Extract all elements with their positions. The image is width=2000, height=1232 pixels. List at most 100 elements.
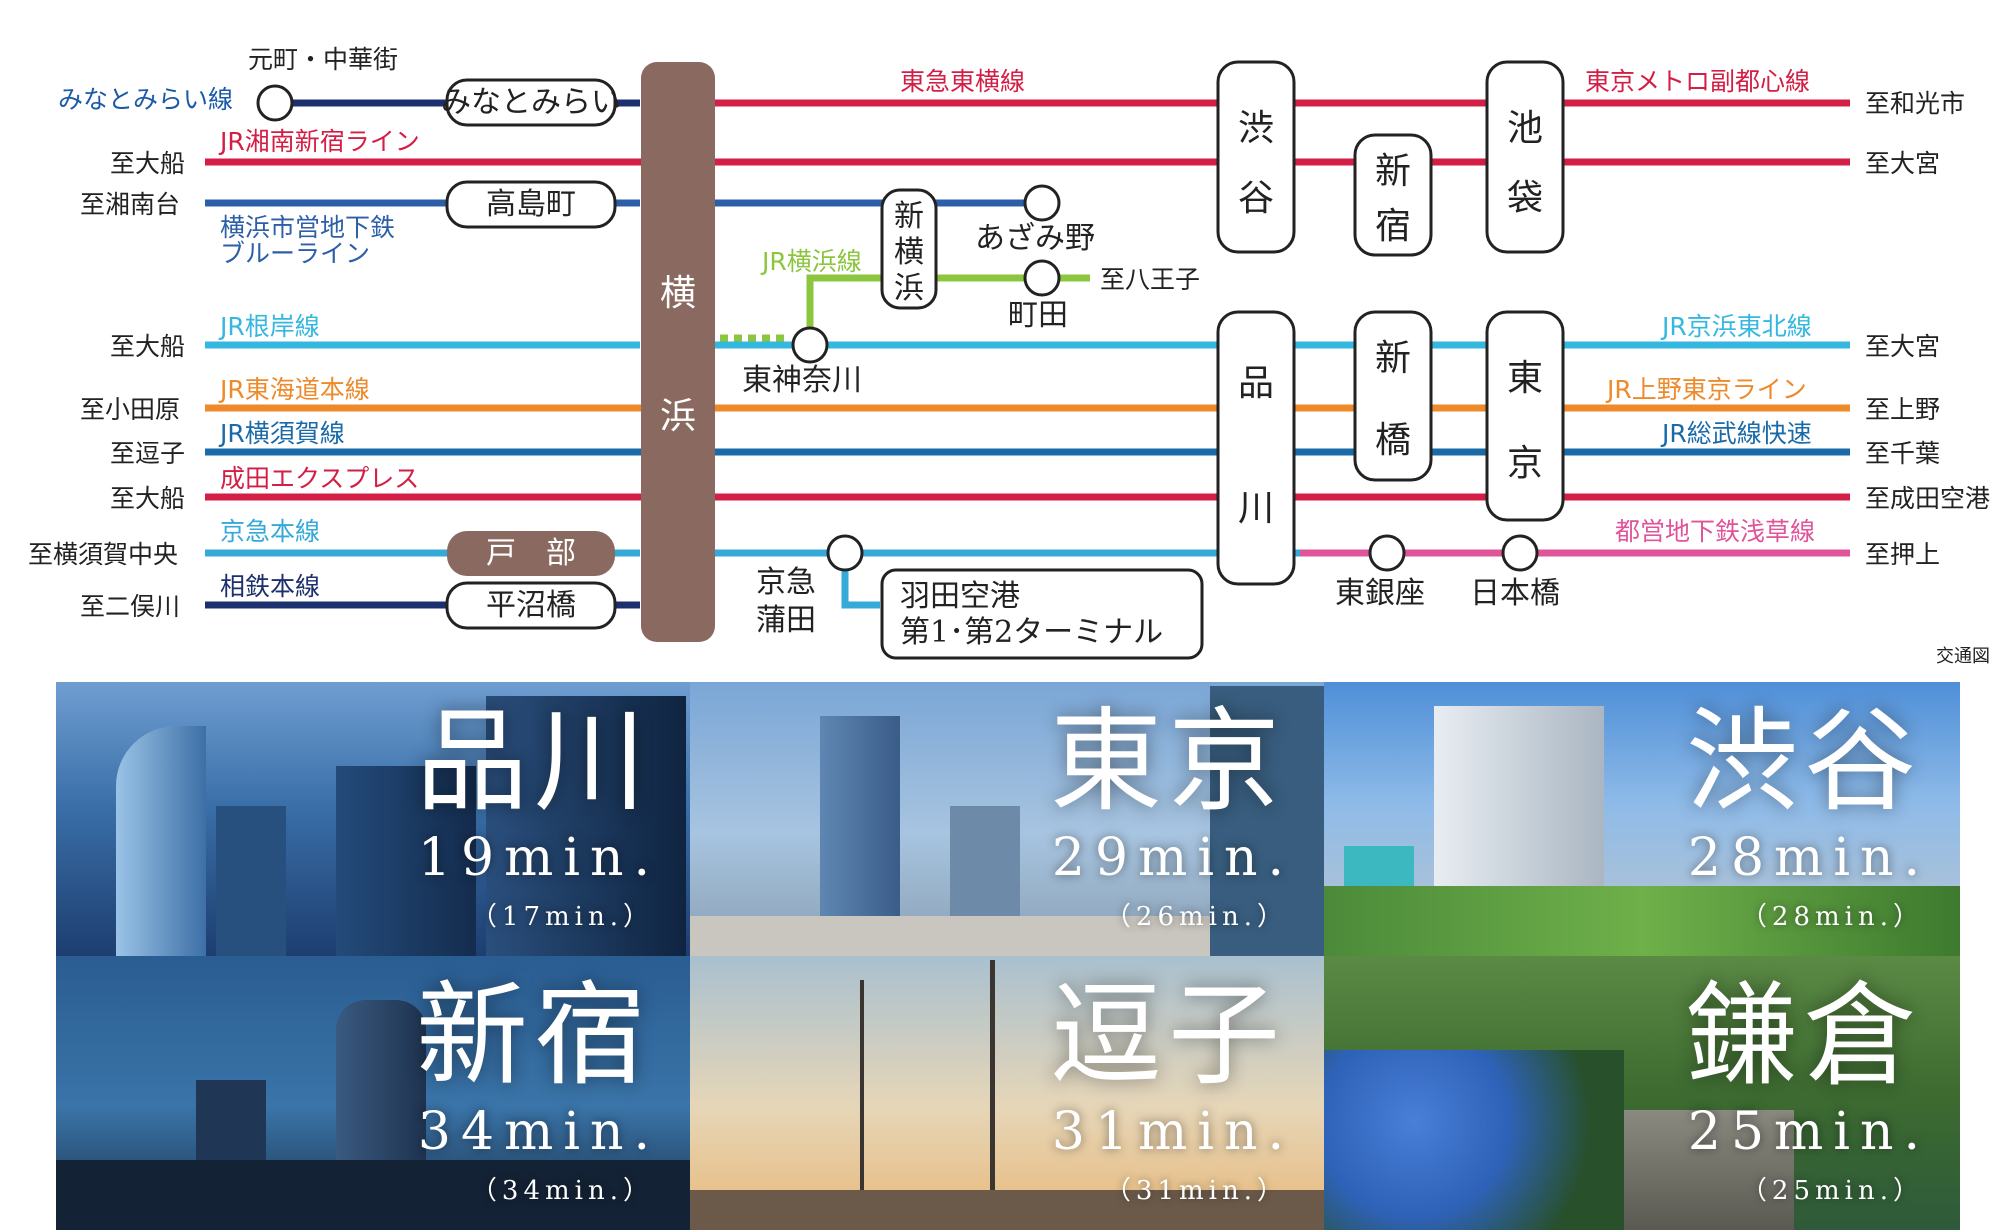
haneda-label-2: 第1･第2ターミナル: [900, 615, 1163, 650]
shinjuku-char-1: 新: [1375, 151, 1411, 192]
station-takashimacho: [445, 180, 617, 229]
label-higashikanagawa: 東神奈川: [742, 363, 862, 398]
station-hiranumabashi: [445, 581, 617, 630]
city-name: 新宿: [416, 971, 652, 1101]
travel-time-alt: （34min.）: [470, 1176, 654, 1206]
travel-time-alt: （31min.）: [1104, 1176, 1288, 1206]
ikebukuro-char-2: 袋: [1507, 178, 1543, 219]
station-tobe-label: 戸 部: [486, 536, 576, 571]
station-tobe: [447, 531, 615, 576]
travel-time: 31min.: [1051, 1102, 1294, 1162]
tile-shinagawa: 品川 19min. （17min.）: [56, 682, 690, 956]
shinyokohama-char-2: 横: [894, 235, 924, 270]
label-azamino: あざみ野: [975, 221, 1095, 256]
label-nihombashi: 日本橋: [1470, 576, 1560, 611]
shibuya-char-1: 渋: [1238, 108, 1274, 149]
dest-chiba: 至千葉: [1865, 439, 1940, 468]
route-map: 横 浜 みなとみらい 高島町 戸 部 平沼橋 新 横 浜 羽田空港 第1･第2タ…: [28, 45, 1990, 660]
label-higashiginza: 東銀座: [1335, 576, 1425, 611]
station-takashimacho-label: 高島町: [486, 187, 576, 222]
tile-shibuya: 渋谷 28min. （28min.）: [1324, 682, 1960, 956]
dest-hachioji: 至八王子: [1100, 265, 1200, 294]
dest-ofuna-2: 至大船: [110, 332, 185, 361]
node-keikyukamata: [826, 534, 864, 572]
travel-time: 28min.: [1687, 828, 1930, 888]
label-keikyukamata-1: 京急: [756, 565, 816, 600]
shinyokohama-char-1: 新: [894, 199, 924, 234]
station-shinjuku: [1353, 133, 1433, 257]
tokyo-char-2: 京: [1507, 443, 1543, 484]
travel-time-alt: （17min.）: [470, 902, 654, 932]
line-name-asakusa: 都営地下鉄浅草線: [1615, 517, 1815, 546]
photo-building: [116, 726, 206, 956]
line-name-ueno: JR上野東京ライン: [1605, 375, 1807, 404]
node-nihombashi: [1501, 534, 1539, 572]
photo-hydrangea: [1324, 1050, 1624, 1230]
station-minatomirai-label: みなとみらい: [441, 85, 621, 120]
map-caption: 交通図: [1936, 646, 1990, 667]
dest-zushi: 至逗子: [110, 439, 185, 468]
line-name-yokosuka: JR横須賀線: [218, 419, 345, 448]
tile-tokyo: 東京 29min. （26min.）: [690, 682, 1324, 956]
line-name-blue-1: 横浜市営地下鉄: [220, 213, 395, 242]
ikebukuro-char-1: 池: [1507, 108, 1543, 149]
line-name-yokohama: JR横浜線: [760, 247, 862, 276]
line-name-fukutoshin: 東京メトロ副都心線: [1585, 67, 1810, 96]
dest-ueno: 至上野: [1865, 395, 1940, 424]
destination-grid: 品川 19min. （17min.） 東京 29min. （26min.） 渋谷…: [56, 682, 1960, 1230]
photo-pier: [690, 1190, 1324, 1230]
tile-kamakura: 鎌倉 25min. （25min.）: [1324, 956, 1960, 1230]
line-name-tokaido: JR東海道本線: [218, 375, 370, 404]
city-name: 逗子: [1050, 971, 1286, 1101]
line-name-keihin: JR京浜東北線: [1660, 312, 1812, 341]
station-shinagawa: [1216, 310, 1296, 586]
photo-building: [486, 696, 686, 956]
dest-wakoshi: 至和光市: [1865, 89, 1965, 118]
line-name-shonan: JR湘南新宿ライン: [218, 127, 420, 156]
shinyokohama-char-3: 浜: [894, 271, 924, 306]
dest-ofuna-3: 至大船: [110, 484, 185, 513]
dest-omiya-2: 至大宮: [1865, 332, 1940, 361]
city-name: 鎌倉: [1686, 971, 1922, 1101]
city-name: 品川: [416, 697, 652, 827]
travel-time: 19min.: [417, 828, 660, 888]
travel-time-alt: （25min.）: [1740, 1176, 1924, 1206]
station-shinyokohama: [880, 188, 938, 310]
dest-ofuna-1: 至大船: [110, 149, 185, 178]
tile-shinjuku: 新宿 34min. （34min.）: [56, 956, 690, 1230]
dest-oshiage: 至押上: [1865, 540, 1940, 569]
photo-steps: [1624, 1110, 1794, 1230]
travel-time-alt: （28min.）: [1740, 902, 1924, 932]
yokohama-hub: [641, 62, 715, 642]
station-hiranumabashi-label: 平沼橋: [486, 588, 576, 623]
photo-mast: [990, 960, 995, 1230]
travel-time-alt: （26min.）: [1104, 902, 1288, 932]
photo-trees: [1324, 886, 1960, 956]
dest-yokosukachuo: 至横須賀中央: [28, 540, 178, 569]
line-name-sobu: JR総武線快速: [1660, 419, 1812, 448]
tile-zushi: 逗子 31min. （31min.）: [690, 956, 1324, 1230]
node-azamino: [1023, 184, 1061, 222]
photo-building: [216, 806, 286, 956]
dest-narita: 至成田空港: [1865, 484, 1990, 513]
line-name-keikyu: 京急本線: [220, 517, 320, 546]
line-name-minatomirai: みなとみらい線: [58, 85, 233, 114]
travel-time: 34min.: [417, 1102, 660, 1162]
yokohama-char-2: 浜: [660, 396, 696, 437]
haneda-label-1: 羽田空港: [900, 579, 1020, 614]
line-name-nex: 成田エクスプレス: [220, 464, 419, 493]
station-tokyo: [1485, 310, 1565, 522]
dest-futamatagawa: 至二俣川: [80, 592, 180, 621]
shinjuku-char-2: 宿: [1375, 206, 1411, 247]
travel-time: 25min.: [1687, 1102, 1930, 1162]
node-motomachi: [256, 84, 294, 122]
photo-city: [56, 1160, 690, 1230]
node-machida: [1023, 259, 1061, 297]
photo-building: [1210, 686, 1324, 956]
dest-shonandai: 至湘南台: [80, 190, 180, 219]
line-name-sotetsu: 相鉄本線: [220, 572, 320, 601]
station-shimbashi: [1353, 310, 1433, 482]
station-minatomirai: [445, 78, 617, 127]
tokyo-char-1: 東: [1507, 358, 1543, 399]
label-keikyukamata-2: 蒲田: [756, 603, 816, 638]
